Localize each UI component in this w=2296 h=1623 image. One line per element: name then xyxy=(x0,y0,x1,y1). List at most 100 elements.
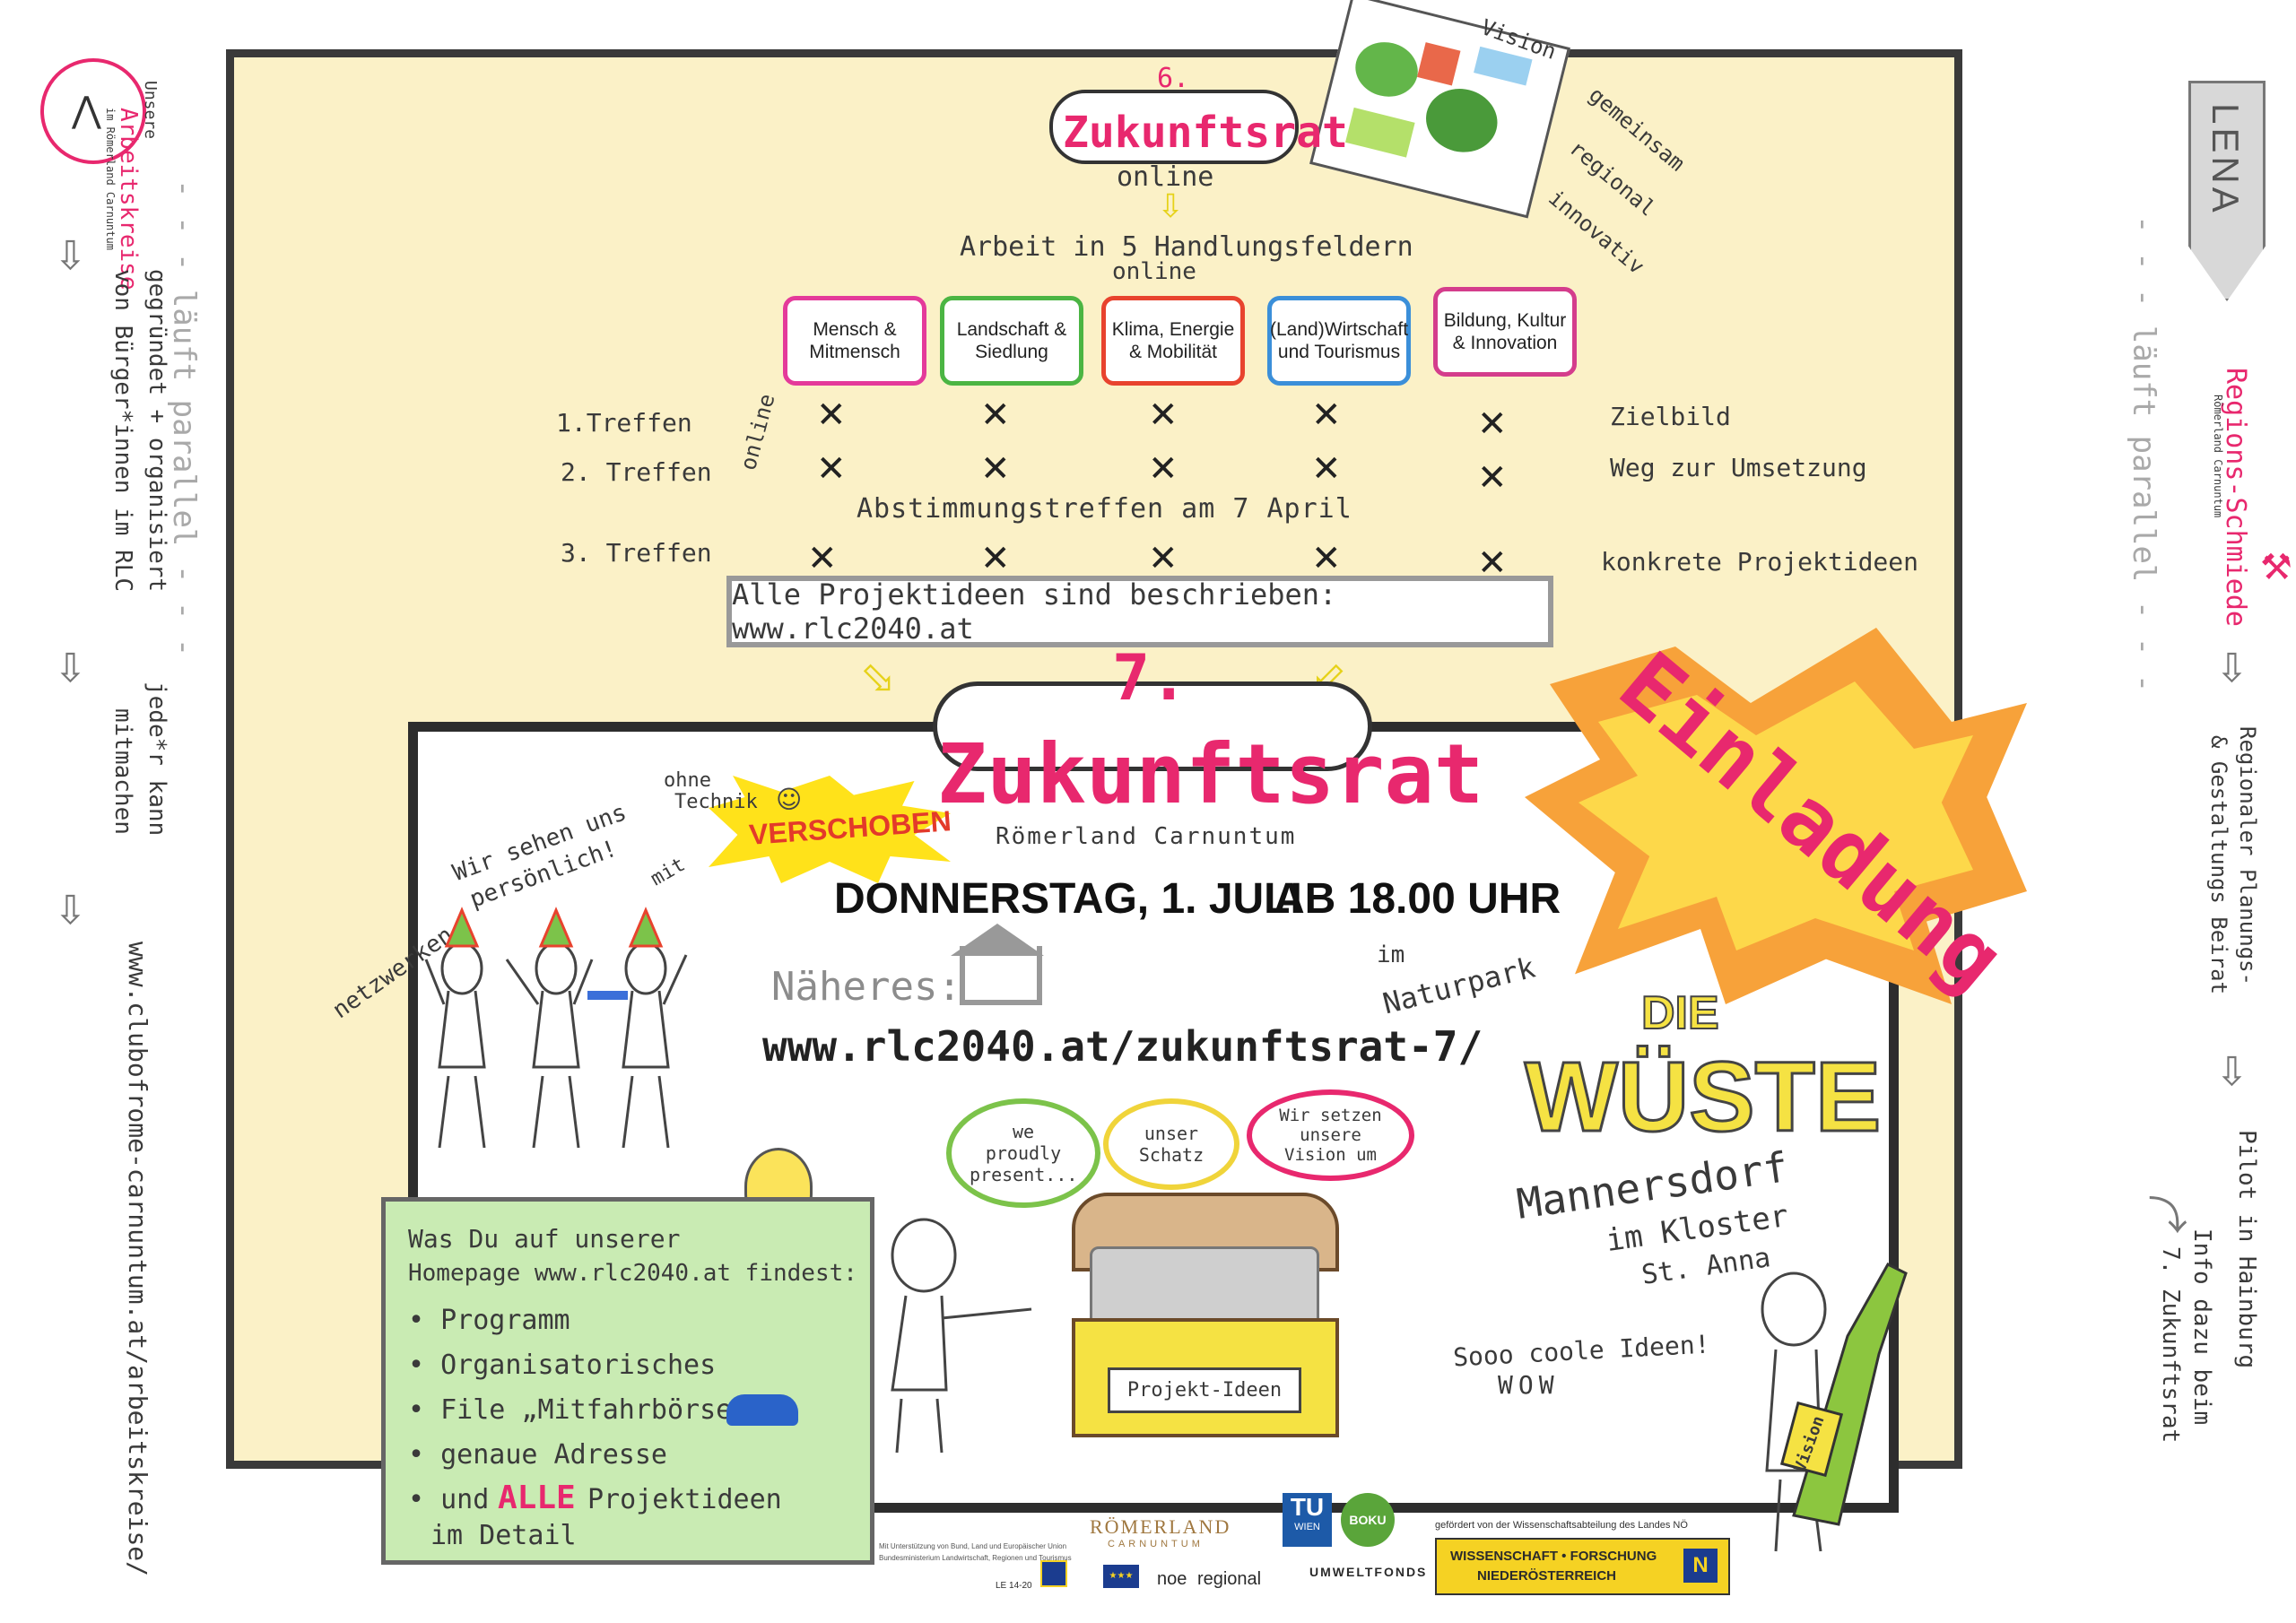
laeuft-parallel-left: - - - läuft parallel - - - xyxy=(166,179,202,657)
chest-label: Projekt-Ideen xyxy=(1126,1379,1283,1402)
laeuft-parallel-right: - - - läuft parallel - - - xyxy=(2126,215,2161,693)
umweltfonds-logo: UMWELTFONDS xyxy=(1309,1565,1428,1579)
roemerland-text: RÖMERLAND xyxy=(1090,1515,1231,1538)
boku-logo: BOKU xyxy=(1341,1493,1395,1547)
mitmachen-text: mitmachen xyxy=(109,708,136,835)
abstimmung-label: Abstimmungstreffen am 7 April xyxy=(857,493,1352,525)
roemerland-logo: RÖMERLAND CARNUNTUM xyxy=(1090,1515,1231,1549)
bottle-figure xyxy=(1761,1263,1908,1552)
chest-label-box: Projekt-Ideen xyxy=(1108,1367,1301,1413)
note-last-alle: ALLE xyxy=(498,1480,576,1516)
lena-label: LENA xyxy=(2205,103,2247,216)
down-arrow-icon: ⇩ xyxy=(54,888,87,933)
arbeitskreise-label: Arbeitskreise xyxy=(115,108,142,291)
note-item-organisatorisches: • Organisatorisches xyxy=(408,1350,717,1381)
arbeit-online: online xyxy=(1112,258,1196,285)
technik-label: Technik xyxy=(674,791,758,813)
regions-schmiede-label: Regions-Schmiede xyxy=(2220,368,2251,627)
vision-house-icon xyxy=(1417,42,1461,86)
tu-text: TU xyxy=(1290,1493,1325,1521)
vision-field-icon xyxy=(1345,107,1415,158)
down-arrow-icon: ⇩ xyxy=(2215,646,2248,691)
konkrete-label: konkrete Projektideen xyxy=(1601,547,1919,577)
champagne-bottle-icon xyxy=(1779,1263,1908,1526)
cross-marker: ✕ xyxy=(807,538,838,579)
zukunftsrat6-title: Zukunftsrat xyxy=(1063,108,1348,158)
note-last-pre: • und xyxy=(408,1484,490,1515)
cross-marker: ✕ xyxy=(1148,395,1178,436)
vision-tree-icon xyxy=(1419,81,1505,160)
arbeit-label: Arbeit in 5 Handlungsfeldern xyxy=(960,231,1413,263)
cross-marker: ✕ xyxy=(1148,538,1178,579)
field-bildung: Bildung, Kultur & Innovation xyxy=(1433,287,1577,377)
presenter-figure xyxy=(891,1218,1032,1454)
note-last-post: Projektideen xyxy=(587,1484,782,1515)
cross-marker: ✕ xyxy=(1311,538,1342,579)
house-roof-icon xyxy=(951,924,1044,956)
party-person-icon xyxy=(424,942,486,1149)
wow-line2: WOW xyxy=(1498,1370,1560,1400)
event-time: AB 18.00 UHR xyxy=(1274,875,1561,923)
zukunftsrat6-online: online xyxy=(1117,161,1214,193)
party-blower-icon xyxy=(587,991,628,1000)
alle-projektideen-box: Alle Projektideen sind beschrieben: www.… xyxy=(726,576,1553,647)
cloud-7 xyxy=(933,681,1372,771)
cross-marker: ✕ xyxy=(1311,395,1342,436)
eu-funding-small: Mit Unterstützung von Bund, Land und Eur… xyxy=(879,1542,1085,1562)
bubble-schatz-text: unser Schatz xyxy=(1138,1123,1205,1166)
zielbild-label: Zielbild xyxy=(1610,402,1731,431)
note-item-mitfahrboerse: • File „Mitfahrbörse" xyxy=(408,1394,749,1426)
party-people xyxy=(424,907,688,1149)
curve-arrow-icon: ⤵ xyxy=(2148,1193,2187,1239)
smile-icon: ☺ xyxy=(776,785,803,814)
cloud-6 xyxy=(1049,90,1299,164)
field-mensch: Mensch & Mitmensch xyxy=(783,296,926,386)
cross-marker: ✕ xyxy=(816,448,847,490)
event-date: DONNERSTAG, 1. JULI xyxy=(834,875,1302,923)
beirat-line1: Regionaler Planungs- xyxy=(2235,726,2260,985)
right-column: LENA Regions-Schmiede Römerland Carnuntu… xyxy=(2126,54,2296,1596)
bubble-vision: Wir setzen unsere Vision um xyxy=(1247,1089,1414,1181)
note-line1: Was Du auf unserer xyxy=(408,1224,681,1254)
tu-wien-logo: TU WIEN xyxy=(1283,1493,1332,1547)
car-icon xyxy=(726,1394,798,1426)
noe-n-icon: N xyxy=(1683,1549,1718,1583)
naeheres-label: Näheres: xyxy=(771,964,961,1010)
cross-marker: ✕ xyxy=(816,395,847,436)
treasure-chest: Projekt-Ideen xyxy=(1072,1193,1341,1437)
beirat-line2: & Gestaltungs Beirat xyxy=(2206,735,2231,994)
pilot-text: Pilot in Hainburg xyxy=(2233,1130,2260,1369)
jeder-text: jede*r kann xyxy=(144,681,170,837)
wissenschaft-line2: NIEDERÖSTERREICH xyxy=(1477,1568,1617,1584)
info-line1: Info dazu beim xyxy=(2188,1228,2215,1426)
alle-projektideen-text: Alle Projektideen sind beschrieben: www.… xyxy=(732,577,1337,646)
party-hat-icon xyxy=(628,907,664,948)
zukunftsrat7-title: Zukunftsrat xyxy=(937,726,1484,822)
cross-marker: ✕ xyxy=(1477,457,1508,499)
regions-schmiede-sub: Römerland Carnuntum xyxy=(2212,395,2224,518)
field-landwirtschaft: (Land)Wirtschaft und Tourismus xyxy=(1267,296,1411,386)
party-person-icon xyxy=(622,942,688,1149)
note-item-programm: • Programm xyxy=(408,1305,570,1336)
event-url: www.rlc2040.at/zukunftsrat-7/ xyxy=(762,1022,1483,1071)
bubble-vision-text: Wir setzen unsere Vision um xyxy=(1279,1106,1382,1165)
green-note: Was Du auf unserer Homepage www.rlc2040.… xyxy=(381,1197,874,1565)
cross-marker: ✕ xyxy=(1148,448,1178,490)
person-arrows-icon: ⋀ xyxy=(72,90,101,131)
noe-flag-icon xyxy=(1040,1560,1067,1587)
cross-marker: ✕ xyxy=(980,395,1011,436)
zukunftsrat7-sub: Römerland Carnuntum xyxy=(996,823,1297,850)
info-line2: 7. Zukunftsrat xyxy=(2157,1246,2184,1444)
eu-text-line2: Bundesministerium Landwirtschaft, Region… xyxy=(879,1554,1072,1562)
house-icon xyxy=(960,946,1042,1005)
wueste-label: WÜSTE xyxy=(1523,1041,1882,1154)
im-label: im xyxy=(1377,942,1405,968)
note-last-line2: im Detail xyxy=(430,1520,577,1551)
carnuntum-text: CARNUNTUM xyxy=(1108,1539,1204,1549)
eu-flag-icon: ★★★ xyxy=(1103,1565,1139,1588)
le-logo: LE 14-20 xyxy=(996,1581,1032,1591)
treffen2-label: 2. Treffen xyxy=(561,457,712,487)
party-person-icon xyxy=(505,942,594,1149)
treffen3-label: 3. Treffen xyxy=(561,538,712,568)
noe-text: noe xyxy=(1157,1569,1187,1589)
